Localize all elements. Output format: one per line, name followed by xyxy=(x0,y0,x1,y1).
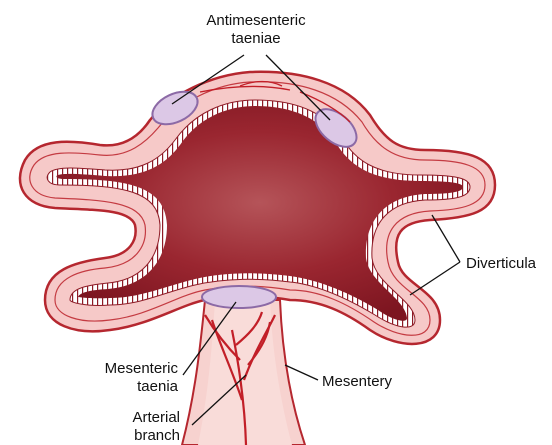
leader-diverticula-upper xyxy=(432,215,460,262)
label-antimesenteric-line1: Antimesenteric xyxy=(206,12,306,29)
label-antimesenteric-line2: taeniae xyxy=(231,30,280,47)
label-mesenteric-line2: taenia xyxy=(137,378,179,395)
mesentery xyxy=(182,300,305,445)
leader-diverticula-lower xyxy=(410,262,460,295)
mesenteric-taenia xyxy=(202,286,276,308)
leader-mesentery xyxy=(285,365,318,380)
label-mesenteric-line1: Mesenteric xyxy=(105,360,179,377)
label-arterial-line1: Arterial xyxy=(132,409,180,426)
label-mesentery: Mesentery xyxy=(322,373,393,390)
label-arterial-line2: branch xyxy=(134,427,180,444)
label-diverticula: Diverticula xyxy=(466,255,537,272)
